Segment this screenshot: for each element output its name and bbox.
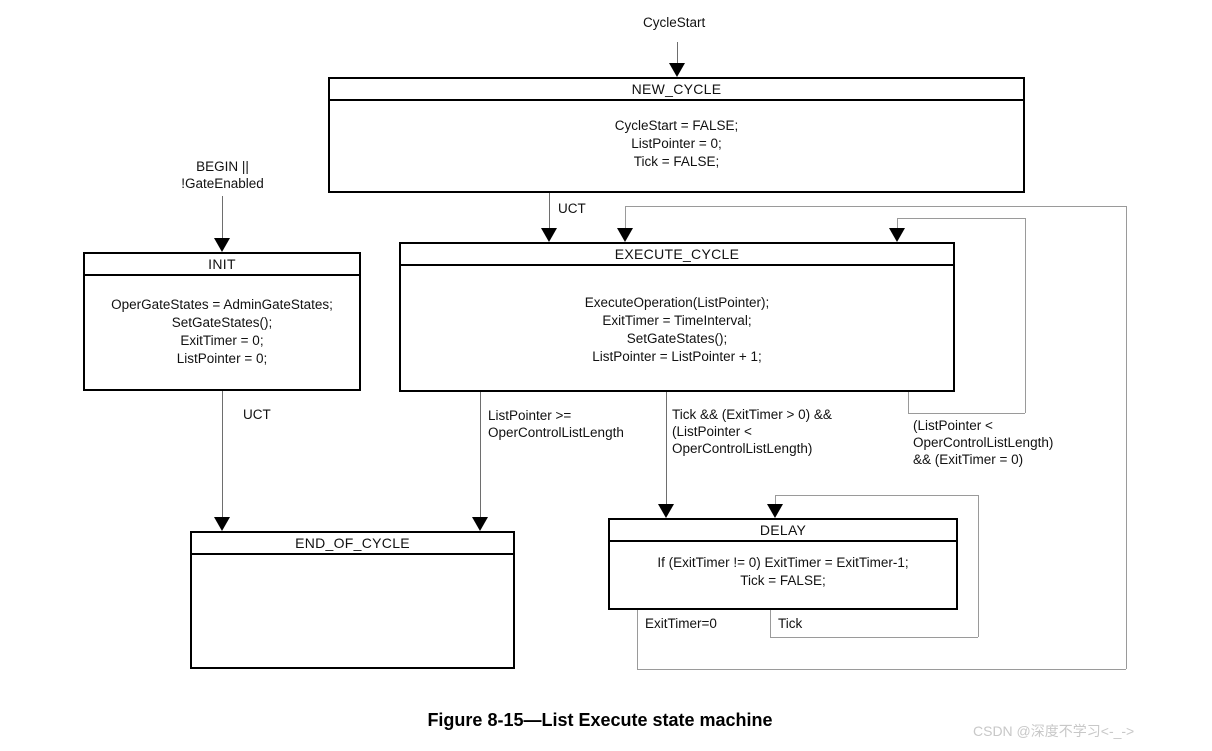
- state-action-line: ExitTimer = 0;: [180, 333, 264, 348]
- exit-timer-loop-line: [625, 206, 1126, 207]
- state-new-cycle-title: NEW_CYCLE: [330, 79, 1023, 101]
- execute-self-loop-line: [1025, 218, 1026, 413]
- state-action-line: ListPointer = 0;: [631, 136, 722, 151]
- state-action-line: CycleStart = FALSE;: [614, 118, 739, 133]
- state-new-cycle-body: CycleStart = FALSE; ListPointer = 0; Tic…: [330, 101, 1023, 171]
- state-delay: DELAY If (ExitTimer != 0) ExitTimer = Ex…: [608, 518, 958, 610]
- state-execute-cycle-title: EXECUTE_CYCLE: [401, 244, 953, 266]
- execute-self-loop-line: [897, 218, 898, 230]
- begin-arrow-line: [222, 196, 223, 240]
- state-init-body: OperGateStates = AdminGateStates; SetGat…: [85, 276, 359, 368]
- state-execute-cycle-body: ExecuteOperation(ListPointer); ExitTimer…: [401, 266, 953, 366]
- execute-self-loop-arrowhead-icon: [889, 228, 905, 242]
- exit-timer-loop-arrowhead-icon: [617, 228, 633, 242]
- state-action-line: ExitTimer = TimeInterval;: [602, 313, 752, 328]
- figure-caption: Figure 8-15—List Execute state machine: [427, 710, 773, 730]
- execute-self-loop-line: [908, 392, 909, 413]
- uct-init-arrow-line: [222, 391, 223, 519]
- tick-loop-line: [770, 610, 771, 637]
- uct-init-arrowhead-icon: [214, 517, 230, 531]
- state-action-line: ExecuteOperation(ListPointer);: [584, 295, 770, 310]
- execute-self-loop-line: [897, 218, 1025, 219]
- execute-to-end-arrowhead-icon: [472, 517, 488, 531]
- state-end-of-cycle-title: END_OF_CYCLE: [192, 533, 513, 555]
- tick-loop-line: [775, 495, 978, 496]
- state-init-title: INIT: [85, 254, 359, 276]
- begin-arrowhead-icon: [214, 238, 230, 252]
- tick-loop-line: [770, 637, 978, 638]
- state-new-cycle: NEW_CYCLE CycleStart = FALSE; ListPointe…: [328, 77, 1025, 193]
- exit-timer-loop-line: [1126, 206, 1127, 669]
- transition-label-uct-top: UCT: [558, 201, 586, 216]
- transition-label-cyclestart: CycleStart: [643, 15, 706, 30]
- cyclestart-arrow-line: [677, 42, 678, 67]
- state-action-line: SetGateStates();: [171, 315, 273, 330]
- watermark-text: CSDN @深度不学习<-_->: [973, 723, 1135, 739]
- transition-label-execute-self-loop: (ListPointer < OperControlListLength) &&…: [913, 418, 1054, 467]
- transition-label-begin: BEGIN || !GateEnabled: [181, 159, 264, 191]
- exit-timer-loop-line: [625, 206, 626, 230]
- state-delay-title: DELAY: [610, 520, 956, 542]
- state-action-line: Tick = FALSE;: [633, 154, 720, 169]
- state-action-line: ListPointer = 0;: [176, 351, 268, 366]
- transition-label-uct-init: UCT: [243, 407, 271, 422]
- transition-label-execute-to-end: ListPointer >= OperControlListLength: [488, 408, 624, 440]
- execute-to-end-arrow-line: [480, 392, 481, 519]
- state-action-line: SetGateStates();: [626, 331, 728, 346]
- transition-label-tick: Tick: [778, 616, 803, 631]
- transition-label-exit-timer: ExitTimer=0: [645, 616, 717, 631]
- state-execute-cycle: EXECUTE_CYCLE ExecuteOperation(ListPoint…: [399, 242, 955, 392]
- state-action-line: ListPointer = ListPointer + 1;: [592, 349, 762, 364]
- state-action-line: OperGateStates = AdminGateStates;: [111, 297, 333, 312]
- tick-loop-line: [978, 495, 979, 637]
- execute-to-delay-arrow-line: [666, 392, 667, 506]
- state-delay-body: If (ExitTimer != 0) ExitTimer = ExitTime…: [610, 542, 956, 590]
- tick-loop-arrowhead-icon: [767, 504, 783, 518]
- state-init: INIT OperGateStates = AdminGateStates; S…: [83, 252, 361, 391]
- tick-loop-line: [775, 495, 776, 506]
- uct-new-arrow-line: [549, 193, 550, 230]
- state-action-line: Tick = FALSE;: [740, 573, 826, 588]
- state-end-of-cycle: END_OF_CYCLE: [190, 531, 515, 669]
- exit-timer-loop-line: [637, 610, 638, 669]
- transition-label-execute-to-delay: Tick && (ExitTimer > 0) && (ListPointer …: [672, 407, 832, 456]
- exit-timer-loop-line: [637, 669, 1126, 670]
- execute-self-loop-line: [908, 413, 1025, 414]
- cyclestart-arrowhead-icon: [669, 63, 685, 77]
- state-action-line: If (ExitTimer != 0) ExitTimer = ExitTime…: [657, 555, 909, 570]
- uct-new-arrowhead-icon: [541, 228, 557, 242]
- execute-to-delay-arrowhead-icon: [658, 504, 674, 518]
